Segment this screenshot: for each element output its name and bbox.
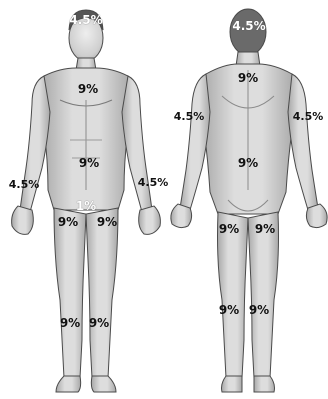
back-figure	[171, 9, 327, 392]
back-arm-left-label: 4.5%	[174, 111, 205, 123]
front-leg-right	[54, 208, 86, 378]
front-genitals-label: 1%	[76, 200, 96, 212]
back-leg-left	[218, 212, 249, 378]
front-leg-left	[86, 208, 118, 378]
front-abdomen-label: 9%	[79, 157, 99, 169]
back-thigh-right-label: 9%	[255, 223, 275, 235]
front-foot-right	[56, 376, 81, 392]
front-thigh-left-label: 9%	[97, 216, 117, 228]
front-arm-left	[122, 76, 152, 212]
back-head-label: 4.5%	[232, 20, 265, 32]
back-leg-left-label: 9%	[219, 304, 239, 316]
front-foot-left	[91, 376, 116, 392]
back-leg-right	[248, 212, 279, 378]
back-arm-right-label: 4.5%	[293, 111, 324, 123]
front-leg-right-label: 9%	[60, 317, 80, 329]
front-arm-left-label: 4.5%	[138, 177, 169, 189]
back-leg-right-label: 9%	[249, 304, 269, 316]
back-hand-right	[306, 204, 327, 228]
back-foot-left	[222, 376, 243, 392]
front-chest-label: 9%	[78, 83, 98, 95]
front-hand-left	[139, 206, 161, 234]
back-arm-left	[180, 74, 210, 210]
front-arm-right	[20, 76, 50, 212]
front-thigh-right-label: 9%	[58, 216, 78, 228]
front-leg-left-label: 9%	[89, 317, 109, 329]
back-thigh-left-label: 9%	[219, 223, 239, 235]
front-head-label: 4.5%	[69, 14, 102, 26]
back-foot-right	[254, 376, 275, 392]
back-arm-right	[288, 74, 318, 210]
front-hand-right	[12, 206, 34, 234]
back-upper-back-label: 9%	[238, 72, 258, 84]
back-hand-left	[171, 204, 192, 228]
front-arm-right-label: 4.5%	[9, 179, 40, 191]
back-lower-back-label: 9%	[238, 157, 258, 169]
